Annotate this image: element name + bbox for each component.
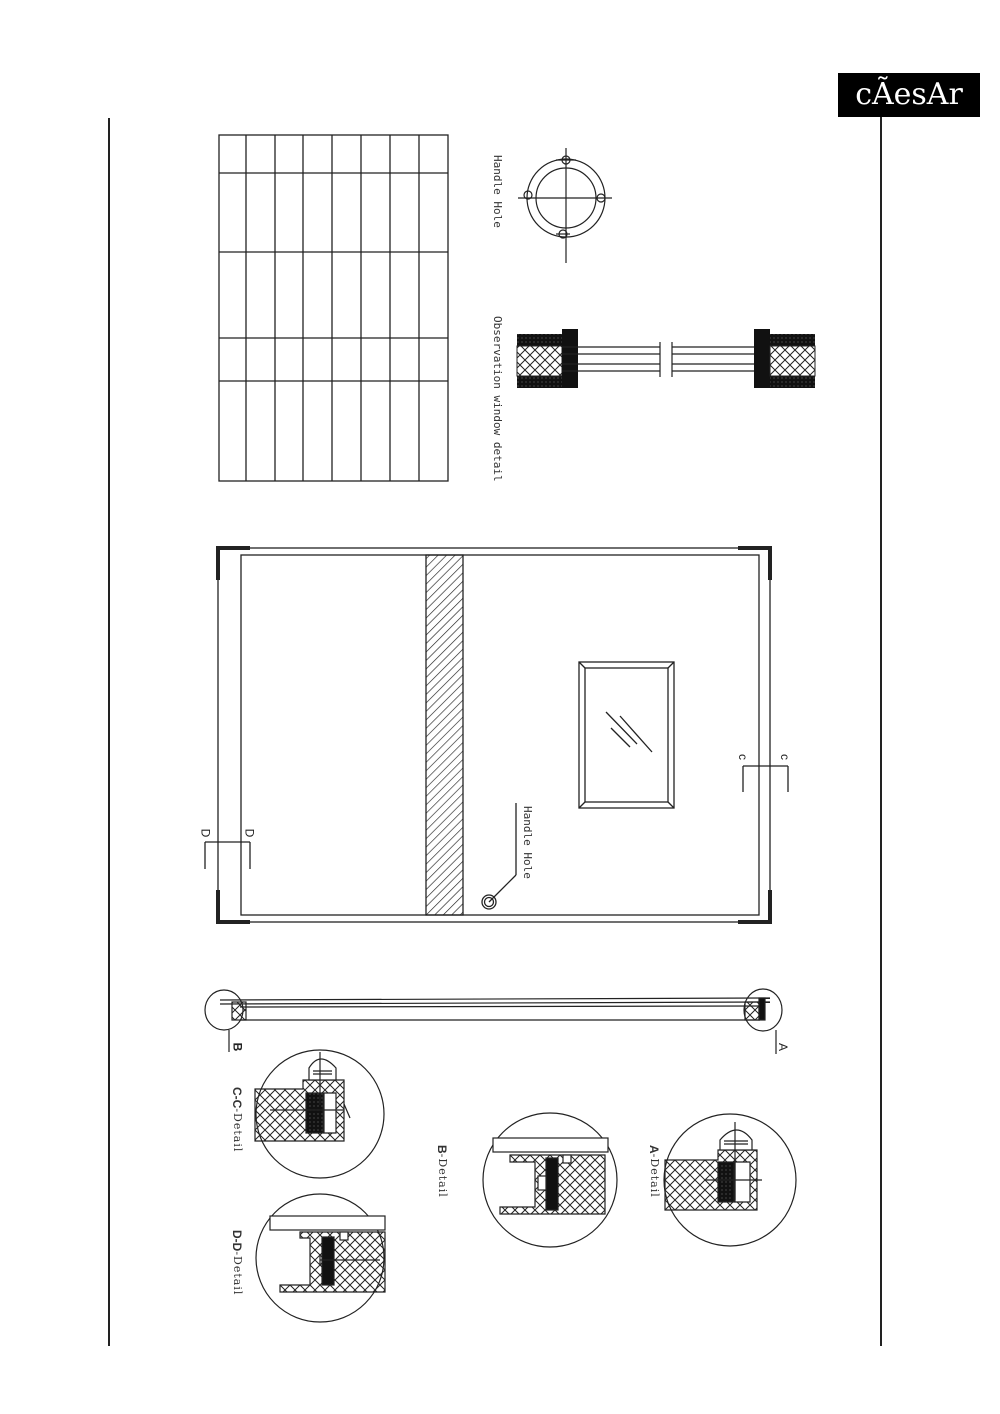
observation-window-label: Observation window detail — [491, 316, 504, 482]
a-detail-label: A-Detail — [645, 1145, 664, 1198]
a-detail-diagram — [663, 1113, 797, 1247]
section-mark-d-right: D — [242, 828, 257, 838]
cc-detail-label: C-C-Detail — [228, 1087, 247, 1152]
cc-detail-label-bold: C-C — [230, 1087, 244, 1109]
a-detail-label-bold: A — [647, 1145, 661, 1154]
spec-table — [218, 134, 449, 482]
dd-detail-label-rest: -Detail — [231, 1251, 244, 1296]
a-detail-label-rest: -Detail — [648, 1153, 661, 1198]
right-border-line — [880, 117, 882, 1346]
handle-hole-label: Handle Hole — [491, 155, 504, 228]
cc-detail-diagram — [254, 1049, 385, 1179]
dd-detail-label-bold: D-D — [230, 1230, 244, 1252]
section-mark-c-right: c — [778, 754, 792, 760]
brand-logo: cÃesAr — [838, 73, 980, 117]
b-detail-diagram — [482, 1112, 618, 1248]
cc-detail-label-rest: -Detail — [231, 1108, 244, 1153]
section-mark-d-left: D — [198, 828, 213, 838]
marker-a: A — [776, 1042, 791, 1052]
handle-hole-diagram — [518, 148, 612, 263]
b-detail-label: B-Detail — [433, 1145, 452, 1198]
door-side-section — [204, 988, 783, 1054]
door-elevation — [204, 546, 789, 924]
door-handle-hole-label: Handle Hole — [521, 806, 534, 879]
observation-window-detail — [516, 329, 816, 388]
section-mark-c-left: c — [736, 754, 750, 760]
dd-detail-diagram — [255, 1193, 386, 1323]
b-detail-label-rest: -Detail — [436, 1153, 449, 1198]
b-detail-label-bold: B — [435, 1145, 449, 1154]
left-border-line — [108, 118, 110, 1346]
dd-detail-label: D-D-Detail — [228, 1230, 247, 1295]
marker-b: B — [230, 1042, 245, 1052]
